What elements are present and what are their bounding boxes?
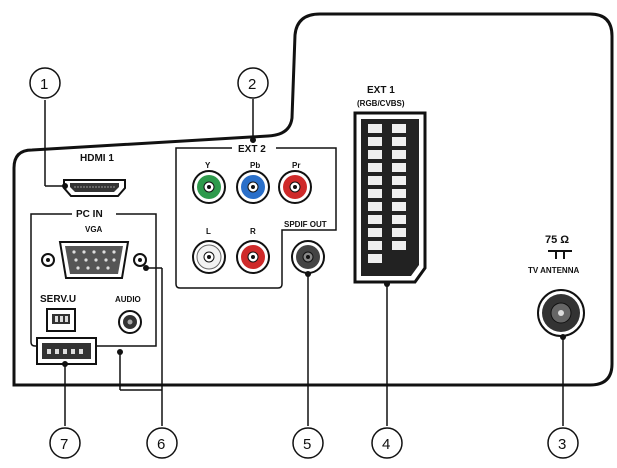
- callout-2: 2: [237, 67, 269, 99]
- ext1-label: EXT 1: [367, 85, 395, 96]
- coax-symbol-icon: [548, 250, 572, 259]
- callout-5: 5: [292, 427, 324, 459]
- audio-jack: [118, 310, 142, 334]
- svg-text:3: 3: [558, 436, 566, 453]
- ext2-group-frame: [175, 147, 337, 289]
- ohm-label: 75 Ω: [545, 234, 569, 246]
- svg-text:7: 7: [60, 436, 68, 453]
- callout-1: 1: [29, 67, 61, 99]
- spdif-label: SPDIF OUT: [284, 220, 327, 229]
- ext2-label: EXT 2: [238, 144, 266, 155]
- audio-label: AUDIO: [115, 295, 141, 304]
- pb-label: Pb: [250, 161, 260, 170]
- y-label: Y: [205, 161, 211, 170]
- panel-outline: [12, 12, 614, 387]
- ext1-sub-label: (RGB/CVBS): [357, 99, 405, 108]
- r-label: R: [250, 227, 256, 236]
- service-port: [36, 308, 97, 365]
- hdmi-label: HDMI 1: [80, 153, 114, 164]
- svg-text:5: 5: [303, 436, 311, 453]
- l-label: L: [206, 227, 211, 236]
- pb-rca-jack: [236, 170, 270, 204]
- pc-in-label: PC IN: [76, 209, 103, 220]
- pc-in-group-frame: [30, 213, 157, 347]
- pr-label: Pr: [292, 161, 300, 170]
- hdmi-port: [63, 179, 126, 197]
- vga-port: [41, 241, 147, 279]
- r-rca-jack: [236, 240, 270, 274]
- antenna-label: TV ANTENNA: [528, 266, 579, 275]
- l-rca-jack: [192, 240, 226, 274]
- y-rca-jack: [192, 170, 226, 204]
- callout-3: 3: [547, 427, 579, 459]
- callout-leaders: [44, 99, 566, 426]
- callout-4: 4: [371, 427, 403, 459]
- antenna-jack: [537, 289, 585, 337]
- svg-text:6: 6: [157, 436, 165, 453]
- spdif-jack: [291, 240, 325, 274]
- svg-text:2: 2: [248, 76, 256, 93]
- serv-label: SERV.U: [40, 294, 76, 305]
- vga-label: VGA: [85, 225, 103, 234]
- scart-port: [353, 111, 427, 284]
- callout-7: 7: [49, 427, 81, 459]
- svg-text:4: 4: [382, 436, 390, 453]
- callout-6: 6: [146, 427, 178, 459]
- svg-text:1: 1: [40, 76, 48, 93]
- pr-rca-jack: [278, 170, 312, 204]
